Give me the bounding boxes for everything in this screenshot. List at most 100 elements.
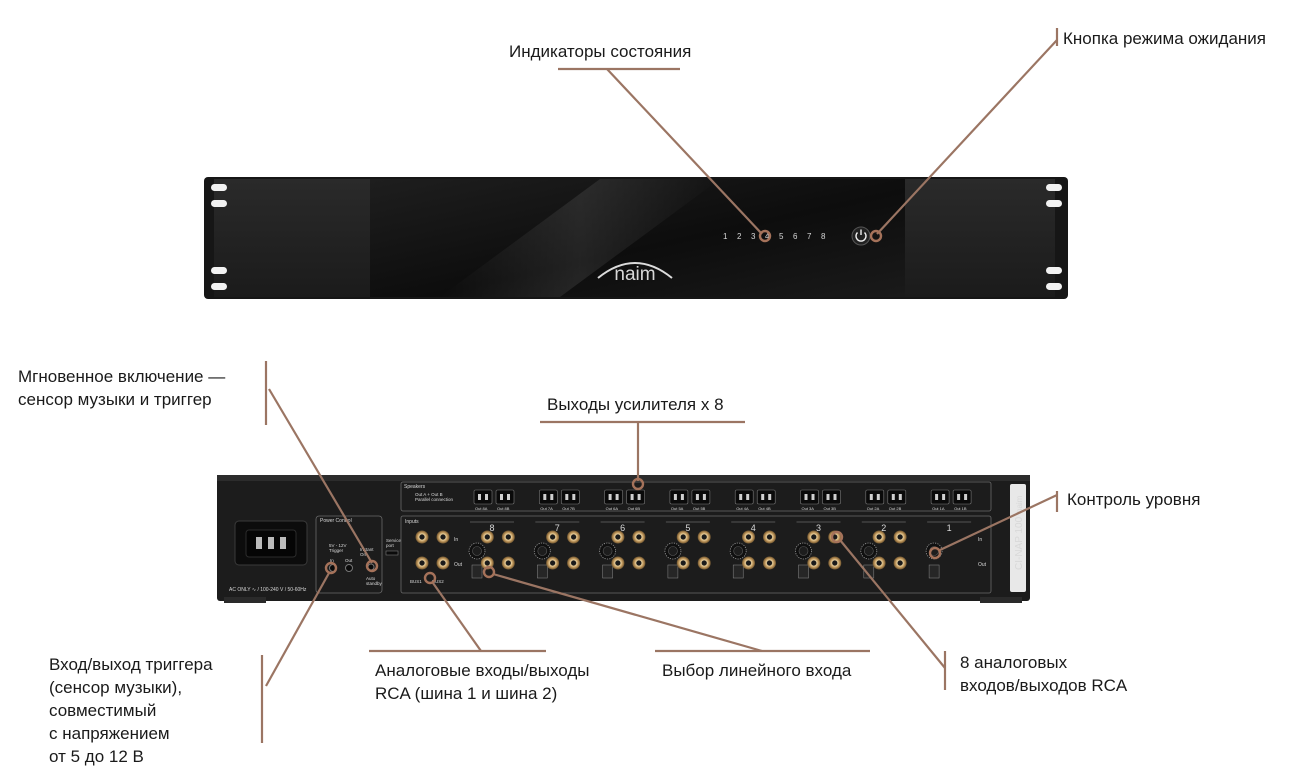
speaker-terminal — [495, 489, 515, 505]
terminal-pin — [804, 494, 808, 500]
speakers-title: Speakers — [404, 484, 426, 490]
terminal-pin — [702, 494, 706, 500]
rca-jack — [828, 530, 842, 544]
terminal-pin — [964, 494, 968, 500]
level-knob-center — [798, 546, 809, 556]
speaker-terminal-label: Out 1A — [932, 506, 945, 511]
rca-jack — [742, 556, 755, 570]
analog-rca-bus-label: Аналоговые входы/выходы RCA (шина 1 и ши… — [375, 661, 590, 703]
status-indicators-label: Индикаторы состояния — [509, 42, 692, 61]
rca-jack — [415, 556, 429, 570]
speaker-terminal — [865, 489, 885, 505]
rca-jack — [828, 556, 842, 570]
leader-lines — [260, 28, 1059, 743]
rca-jack — [872, 556, 886, 570]
line-input-switch — [863, 564, 875, 579]
speaker-terminal-label: Out 5A — [671, 506, 684, 511]
speaker-terminal-label: Out 8B — [497, 506, 510, 511]
rca-jack — [567, 556, 581, 570]
bus-label: BUS1 — [410, 579, 422, 584]
level-knob-center — [863, 546, 874, 556]
rca-jack — [697, 556, 711, 570]
terminal-pin — [507, 494, 510, 500]
terminal-pin — [637, 494, 641, 500]
speaker-terminal — [473, 489, 493, 505]
rca-jack — [742, 530, 755, 544]
inputs-title: Inputs — [405, 519, 419, 525]
front-logo: naim — [614, 264, 655, 285]
rca-jack — [807, 530, 821, 544]
rca-jack — [501, 530, 515, 544]
standby-button-label: Кнопка режима ожидания — [1063, 29, 1266, 48]
channel-number: 4 — [751, 523, 756, 533]
rca-jack — [632, 530, 646, 544]
level-knob-center — [537, 546, 548, 556]
terminal-pin — [935, 494, 939, 500]
channel-number: 5 — [685, 523, 690, 533]
rca-jack — [632, 556, 646, 570]
level-knob-center — [472, 546, 482, 556]
analog-rca-8-label: 8 аналоговых входов/выходов RCA — [960, 653, 1128, 695]
level-knob-center — [668, 546, 678, 556]
speaker-terminal — [756, 489, 776, 505]
speaker-terminal-label: Out 2A — [867, 506, 880, 511]
speaker-terminal — [952, 489, 972, 505]
rear-panel: AC ONLY ∿ / 100-240 V / 50-60Hz Power Co… — [217, 475, 1030, 603]
terminal-pin — [811, 494, 815, 500]
terminal-pin — [615, 494, 619, 500]
rca-jack — [567, 530, 581, 544]
status-number-5: 5 — [779, 232, 784, 241]
terminal-pin — [630, 494, 634, 500]
speaker-terminal — [626, 489, 645, 505]
rca-jack — [480, 530, 494, 544]
standby-power-icon[interactable] — [851, 226, 871, 246]
channel-number: 6 — [620, 523, 625, 533]
terminal-pin — [680, 494, 684, 500]
speaker-terminal — [822, 489, 841, 505]
speaker-terminal-label: Out 7B — [562, 506, 575, 511]
terminal-pin — [500, 494, 503, 500]
terminal-pin — [485, 494, 488, 500]
status-number-8: 8 — [821, 232, 826, 241]
speaker-terminal — [604, 489, 623, 505]
line-input-switch — [602, 564, 613, 579]
terminal-pin — [768, 494, 772, 500]
line-input-switch — [928, 564, 940, 579]
speaker-terminal — [930, 489, 950, 505]
terminal-pin — [876, 494, 880, 500]
channel-number: 1 — [947, 523, 952, 533]
terminal-pin — [550, 494, 554, 500]
terminal-pin — [746, 494, 750, 500]
status-number-2: 2 — [737, 232, 742, 241]
speaker-terminal-label: Out 3B — [824, 506, 837, 511]
terminal-pin — [761, 494, 765, 500]
speaker-terminal-label: Out 8A — [475, 506, 488, 511]
power-inlet — [234, 520, 308, 566]
speaker-terminal-label: Out 4A — [736, 506, 749, 511]
line-input-switch — [471, 564, 483, 579]
speaker-terminal-label: Out 5B — [693, 506, 706, 511]
front-panel: naim 1 2 3 4 5 6 7 8 — [204, 177, 1068, 299]
terminal-pin — [898, 494, 902, 500]
rca-jack — [763, 556, 776, 570]
terminal-pin — [543, 494, 547, 500]
level-control-label: Контроль уровня — [1067, 490, 1201, 509]
line-input-switch — [537, 564, 548, 579]
terminal-pin — [695, 494, 699, 500]
terminal-pin — [565, 494, 569, 500]
rca-jack — [611, 530, 625, 544]
service-port — [385, 550, 399, 556]
status-number-1: 1 — [723, 232, 728, 241]
model-label: CI-NAP 100 — [1014, 516, 1025, 570]
trigger-out-caption: Out — [345, 558, 353, 563]
terminal-pin — [833, 494, 837, 500]
instant-on-label: Мгновенное включение — сенсор музыки и т… — [18, 367, 226, 409]
rca-in-caption: In — [978, 537, 982, 543]
status-number-7: 7 — [807, 232, 812, 241]
rca-jack — [501, 556, 515, 570]
rca-jack — [763, 530, 776, 544]
